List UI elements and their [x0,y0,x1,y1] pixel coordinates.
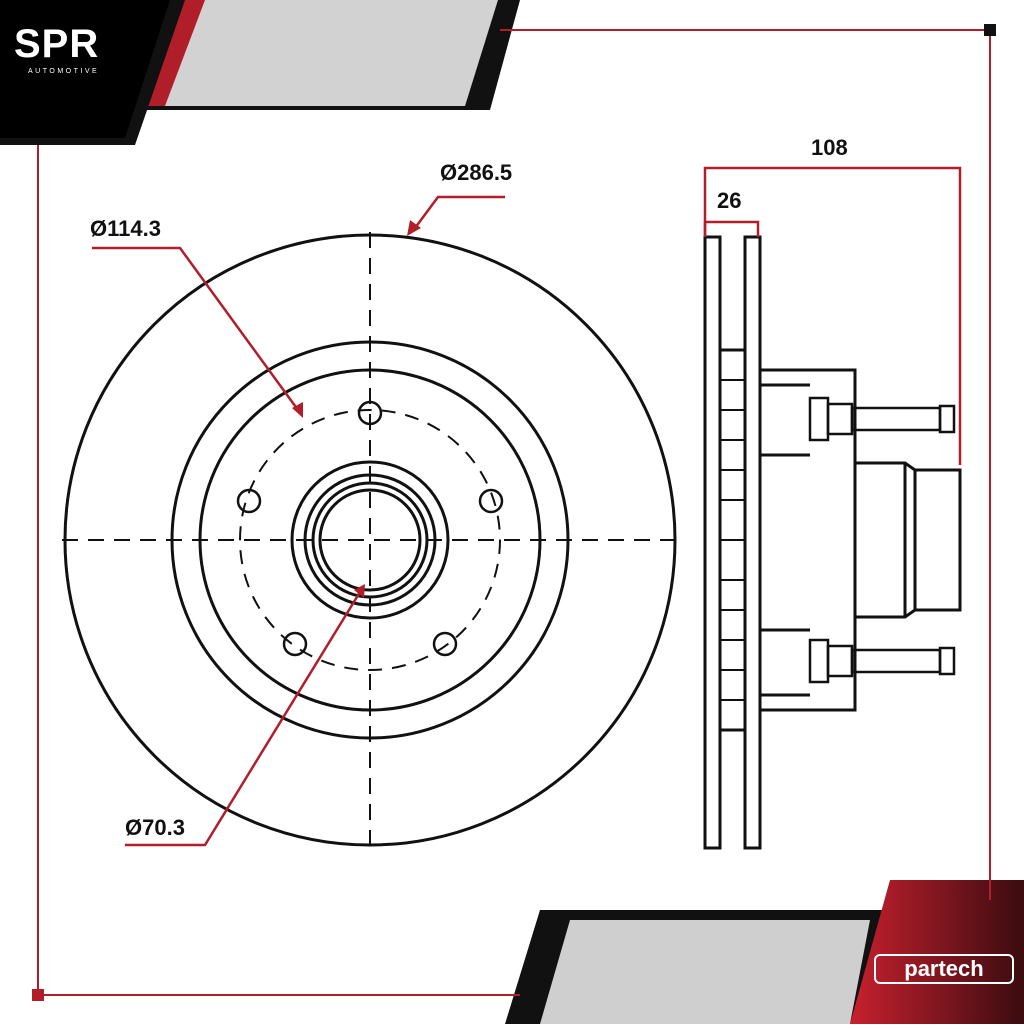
bolt-circle-label: Ø114.3 [90,216,161,241]
top-banner [0,0,520,145]
frame-corner-marker [32,989,44,1001]
wheel-stud-lower [808,638,956,684]
dimension-leaders [92,166,962,847]
partech-logo: partech [874,954,1014,984]
bottom-banner [505,880,1024,1024]
spr-logo-text: SPR [14,22,100,66]
dimension-arrows [292,220,421,598]
disc-thickness-label: 26 [717,188,742,213]
frame-lines [37,29,991,996]
outer-diameter-label: Ø286.5 [440,160,513,185]
total-height-label: 108 [811,135,848,160]
spr-logo-subtext: AUTOMOTIVE [28,68,100,75]
partech-logo-text: partech [904,956,984,981]
disc-side-view [703,235,962,850]
center-bore-label: Ø70.3 [125,815,185,840]
wheel-stud-upper [808,396,956,442]
spr-logo: SPR AUTOMOTIVE [14,24,134,84]
frame-corner-marker [984,24,996,36]
